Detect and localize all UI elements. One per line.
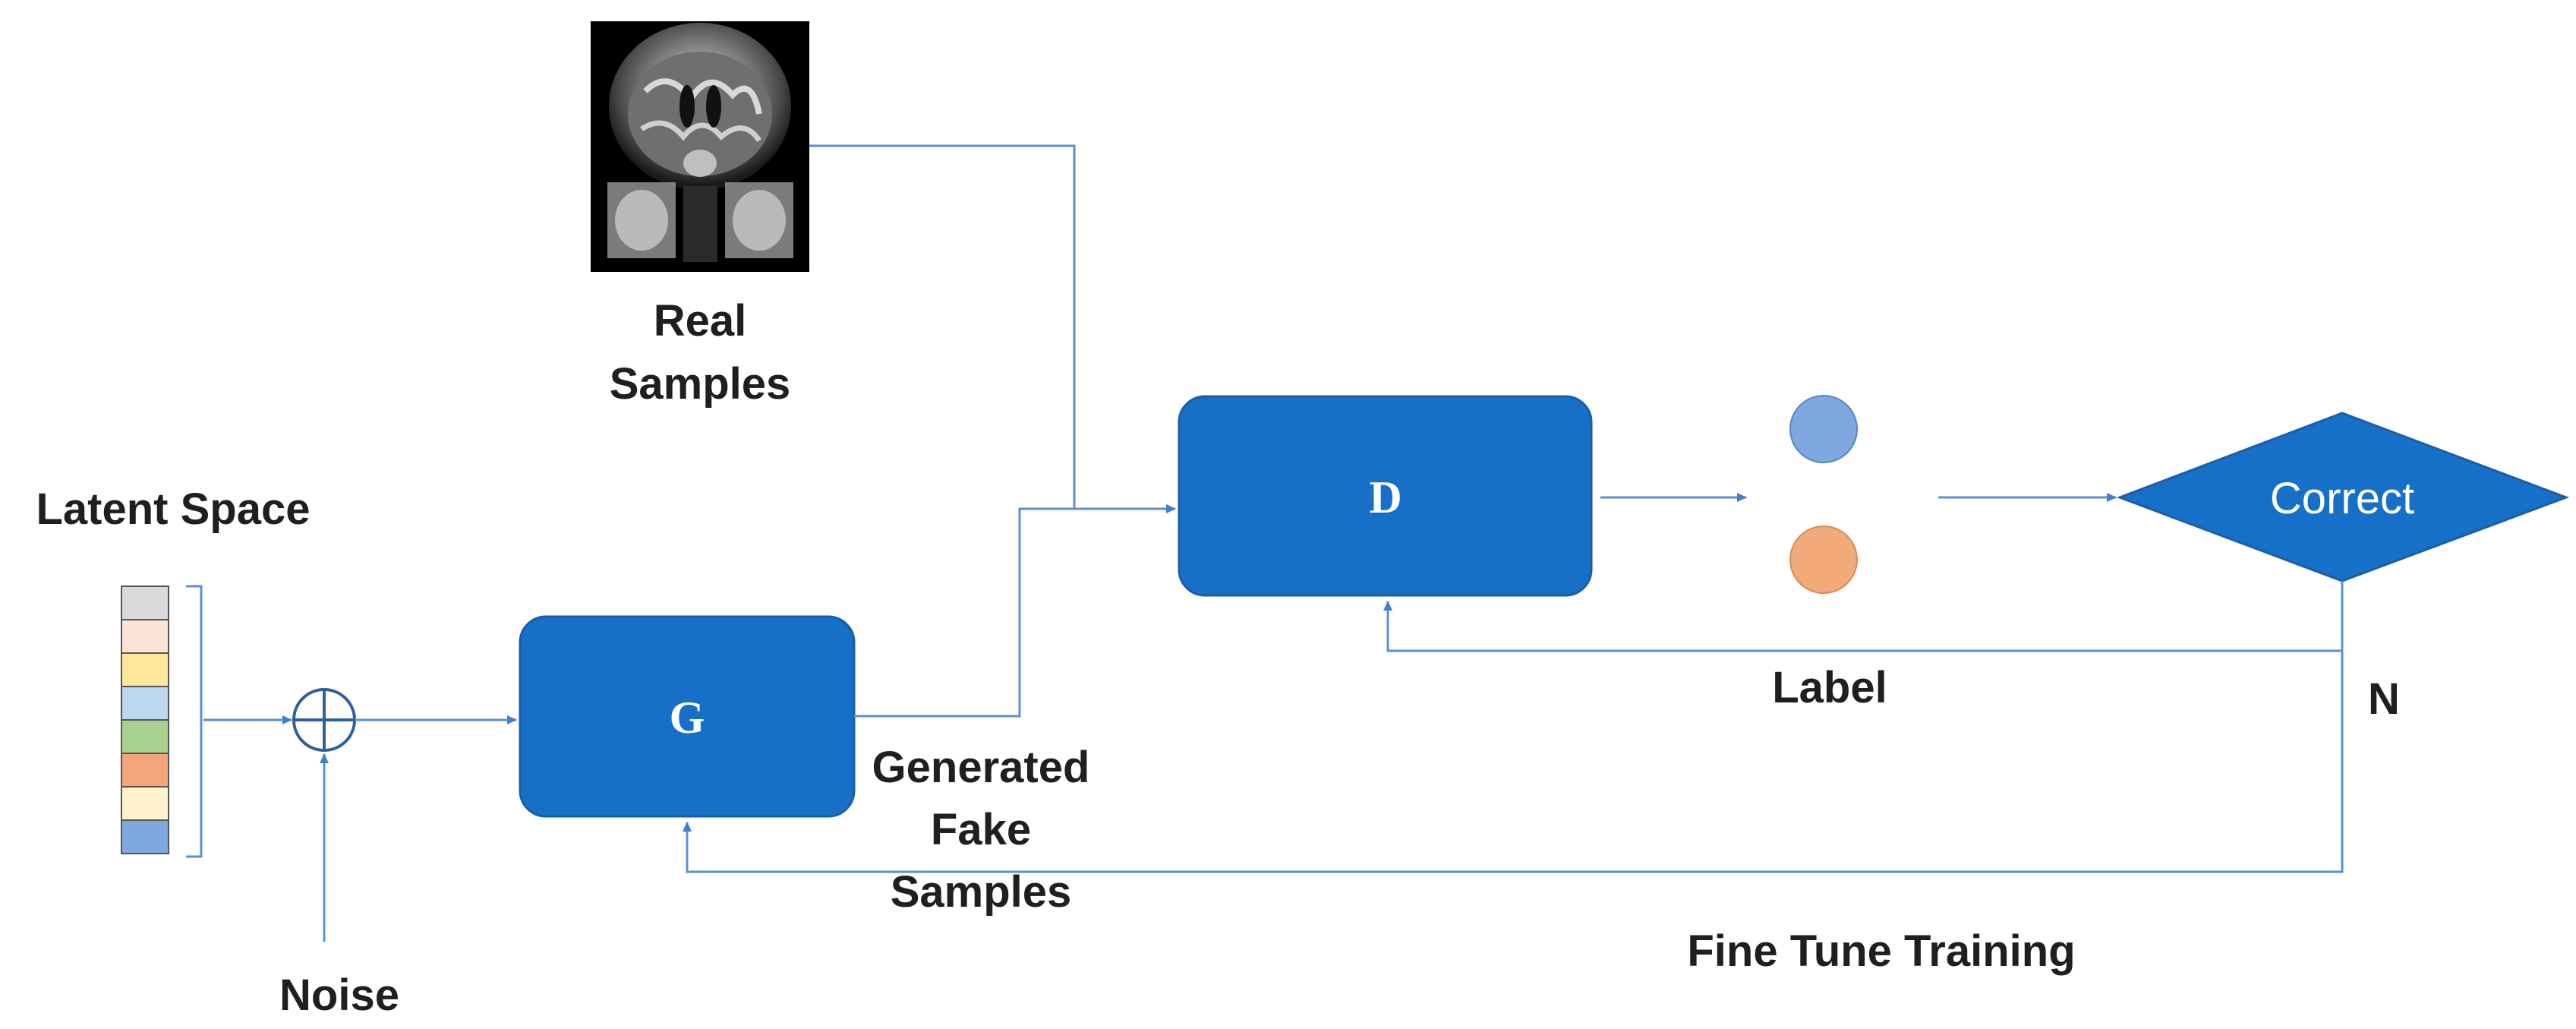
fine-tune-feedback-arrow [683,651,2344,873]
latent-cell [121,719,169,754]
generator-to-discriminator-arrow [854,504,1176,718]
fine-tune-label: Fine Tune Training [1687,926,2075,976]
decision-label: Correct [2270,474,2414,523]
generated-fake-samples-line2: Fake [931,805,1031,854]
circled-plus-icon [292,688,356,752]
decision-node: Correct [2116,412,2570,582]
real-samples-line2: Samples [610,359,791,409]
real-output-circle [1789,395,1858,463]
generator-label: G [670,693,705,743]
latent-cell [121,819,169,854]
latent-cell [121,586,169,620]
latent-cell [121,619,169,654]
generated-fake-samples-line1: Generated [872,743,1090,792]
generator-block: G [519,615,856,818]
label-text: Label [1772,663,1887,712]
real-to-discriminator-line [809,144,1076,509]
no-branch-label: N [2368,674,2400,724]
brain-mri-icon [591,21,809,272]
latent-cell [121,686,169,721]
latent-vector [121,586,169,854]
discriminator-label: D [1369,472,1402,522]
latent-bracket [186,585,203,858]
latent-cell [121,753,169,788]
label-feedback-arrow [1383,581,2344,652]
discriminator-block: D [1178,395,1593,597]
latent-cell [121,652,169,687]
latent-cell [121,786,169,821]
generated-fake-samples-line3: Samples [891,867,1072,917]
latent-space-label: Latent Space [36,485,311,534]
noise-label: Noise [279,971,399,1020]
fake-output-circle [1789,526,1858,594]
real-samples-line1: Real [654,296,747,346]
